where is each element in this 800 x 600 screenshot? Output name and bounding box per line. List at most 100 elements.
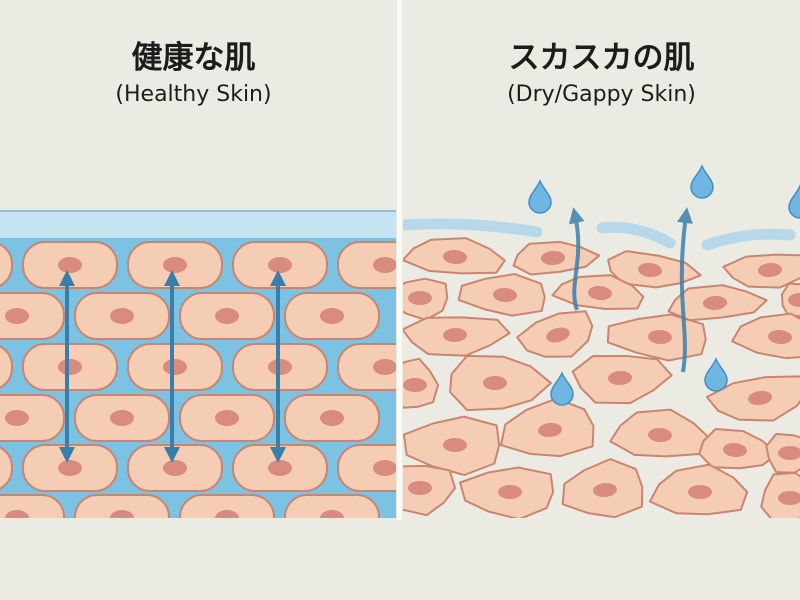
cell-nucleus — [541, 250, 565, 266]
dry-cell — [403, 357, 440, 409]
dry-cell — [648, 463, 749, 516]
cell-nucleus — [320, 510, 344, 518]
dry-cell — [698, 428, 779, 470]
moisture-loss-arrow — [568, 207, 585, 311]
cell-nucleus — [320, 410, 344, 426]
panel-divider — [397, 0, 402, 520]
healthy-cell — [232, 241, 328, 289]
cell-nucleus — [648, 329, 672, 345]
cell-nucleus — [373, 359, 396, 375]
dry-cell — [459, 466, 555, 518]
healthy-cell — [179, 494, 275, 518]
cell-nucleus — [608, 370, 632, 386]
healthy-cell — [74, 494, 170, 518]
cell-nucleus — [5, 510, 29, 518]
cell-nucleus — [593, 482, 617, 498]
cell-nucleus — [778, 491, 800, 505]
healthy-skin-panel: 健康な肌 (Healthy Skin) — [0, 0, 397, 600]
cell-nucleus — [5, 308, 29, 324]
dry-cell — [499, 397, 595, 458]
cell-nucleus — [443, 438, 467, 452]
cell-body — [0, 446, 13, 490]
cell-nucleus — [215, 510, 239, 518]
cell-nucleus — [215, 308, 239, 324]
cell-nucleus — [758, 262, 782, 278]
cell-nucleus — [483, 376, 507, 390]
healthy-skin-subtitle: (Healthy Skin) — [115, 82, 272, 107]
dry-cell — [561, 458, 644, 518]
dry-cell — [667, 284, 768, 322]
dry-cell — [722, 253, 800, 289]
cell-nucleus — [58, 257, 82, 273]
dry-skin-layer — [403, 164, 800, 518]
water-droplet-icon — [550, 371, 574, 406]
dry-cell — [765, 432, 800, 474]
dry-cell — [403, 415, 501, 476]
moisture-loss-arrow — [677, 207, 693, 373]
cell-nucleus — [546, 327, 570, 343]
dry-cell — [457, 273, 546, 317]
healthy-cell — [337, 241, 396, 289]
cell-nucleus — [110, 308, 134, 324]
cell-body — [179, 494, 275, 518]
healthy-cell — [284, 394, 380, 442]
dry-cell — [609, 408, 710, 458]
healthy-cell — [0, 394, 65, 442]
cell-body — [0, 345, 13, 389]
cell-nucleus — [373, 257, 396, 273]
cell-body — [0, 243, 13, 287]
cell-nucleus — [163, 460, 187, 476]
cell-nucleus — [268, 460, 292, 476]
cell-nucleus — [588, 285, 612, 301]
cell-nucleus — [498, 485, 522, 499]
broken-barrier-segment — [596, 221, 676, 249]
water-droplet-icon — [788, 184, 800, 219]
cell-nucleus — [403, 378, 427, 392]
cell-nucleus — [638, 262, 662, 278]
cell-body — [337, 241, 396, 289]
cell-body — [74, 494, 170, 518]
healthy-cell — [284, 494, 380, 518]
dry-cell — [403, 277, 449, 321]
dry-skin-subtitle: (Dry/Gappy Skin) — [507, 82, 696, 107]
cell-nucleus — [408, 291, 432, 305]
healthy-cell — [0, 494, 65, 518]
cell-nucleus — [110, 410, 134, 426]
cell-nucleus — [768, 329, 792, 345]
dry-cell — [607, 250, 702, 289]
dry-cell — [403, 464, 456, 517]
cell-nucleus — [748, 390, 772, 406]
cell-body — [337, 343, 396, 391]
cell-nucleus — [408, 481, 432, 495]
broken-barrier-segment — [403, 218, 543, 238]
cell-nucleus — [703, 295, 727, 311]
water-droplet-icon — [528, 179, 552, 214]
dry-skin-title: スカスカの肌 — [508, 40, 695, 76]
cell-nucleus — [320, 308, 344, 324]
healthy-cell — [0, 292, 65, 340]
cell-nucleus — [443, 327, 467, 343]
cell-nucleus — [778, 446, 800, 460]
dry-cell — [449, 354, 552, 412]
cell-body — [337, 444, 396, 492]
cell-nucleus — [215, 410, 239, 426]
surface-barrier — [0, 210, 396, 238]
dry-cell — [403, 316, 511, 357]
dry-cell — [705, 375, 800, 422]
cell-nucleus — [688, 485, 712, 499]
healthy-cell — [0, 243, 13, 287]
dry-cell — [571, 354, 673, 405]
dry-cell — [760, 471, 800, 518]
cell-nucleus — [110, 510, 134, 518]
water-droplet-icon — [704, 357, 728, 392]
cell-nucleus — [493, 287, 517, 303]
healthy-cell — [337, 343, 396, 391]
cell-nucleus — [268, 257, 292, 273]
cell-nucleus — [5, 410, 29, 426]
cell-nucleus — [648, 427, 672, 443]
healthy-cell — [74, 292, 170, 340]
cell-nucleus — [163, 257, 187, 273]
healthy-cell — [337, 444, 396, 492]
dry-cell — [731, 312, 800, 360]
